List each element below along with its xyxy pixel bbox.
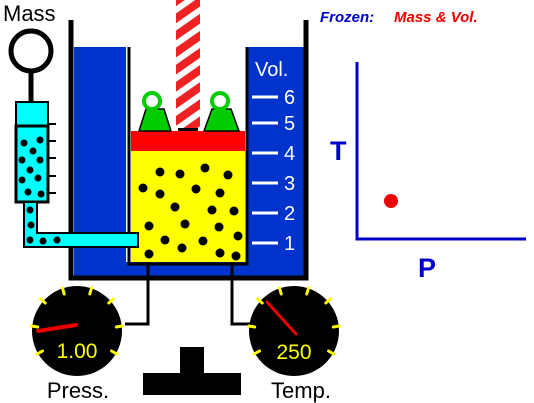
piston-rod[interactable] xyxy=(176,0,200,133)
molecule xyxy=(177,243,187,253)
volume-label: Vol. xyxy=(255,59,288,81)
pressure-gauge-ticks xyxy=(30,286,124,356)
pressure-label: Press. xyxy=(47,378,109,403)
mass-reservoir xyxy=(14,124,50,204)
temperature-needle xyxy=(265,300,298,336)
pressure-gauge-face xyxy=(32,286,122,376)
molecule xyxy=(180,219,190,229)
mass-handle xyxy=(15,101,49,127)
volume-tick-label: 6 xyxy=(284,87,295,109)
green-ring-icon xyxy=(142,91,162,111)
molecule xyxy=(223,170,233,180)
molecule xyxy=(155,167,165,177)
molecule xyxy=(144,249,154,259)
molecule xyxy=(207,205,217,215)
frozen-prefix: Frozen: xyxy=(320,9,374,26)
apparatus-stand xyxy=(143,347,241,395)
graph-state-point xyxy=(384,194,398,208)
frozen-status: Frozen: Mass & Vol. xyxy=(320,9,478,26)
molecule xyxy=(229,206,239,216)
molecule xyxy=(200,163,210,173)
water-bath xyxy=(68,20,309,281)
molecule xyxy=(198,236,208,246)
mass-ring-icon[interactable] xyxy=(8,28,54,74)
volume-tick-label: 1 xyxy=(284,233,295,255)
green-trapezoid-weight-icon xyxy=(137,108,173,132)
graph-axes xyxy=(355,62,526,241)
molecule xyxy=(175,169,185,179)
molecule xyxy=(215,248,225,258)
molecule xyxy=(144,221,154,231)
molecule xyxy=(231,251,241,261)
volume-tick-label: 2 xyxy=(284,203,295,225)
bath-walls xyxy=(68,20,309,281)
reservoir-ticks xyxy=(48,123,56,194)
gas-region xyxy=(131,150,245,262)
molecule xyxy=(155,189,165,199)
mass-spring-balance[interactable]: Mass xyxy=(3,1,139,248)
molecule xyxy=(233,231,243,241)
molecule xyxy=(214,222,224,232)
molecule xyxy=(215,188,225,198)
molecule xyxy=(160,235,170,245)
bath-water-right xyxy=(246,47,304,275)
frozen-value: Mass & Vol. xyxy=(394,9,478,26)
pressure-readout: 1.00 xyxy=(57,340,98,363)
volume-tick-label: 4 xyxy=(284,143,295,165)
pressure-gauge: 1.00 Press. xyxy=(30,286,124,403)
molecule xyxy=(170,202,180,212)
gauge-wires xyxy=(125,262,250,326)
feed-tube xyxy=(23,201,139,248)
tp-graph: T P xyxy=(330,62,526,283)
green-ring-icon xyxy=(210,91,230,111)
cylinder-walls xyxy=(127,47,249,266)
molecule xyxy=(138,183,148,193)
pressure-needle xyxy=(36,323,78,333)
volume-tick-label: 3 xyxy=(284,173,295,195)
temperature-gauge-ticks xyxy=(247,286,341,356)
temperature-readout: 250 xyxy=(276,341,311,364)
weight-right[interactable] xyxy=(202,91,241,132)
volume-scale: Vol. 6 5 4 3 2 1 xyxy=(252,59,295,255)
piston-assembly[interactable] xyxy=(131,91,245,151)
piston[interactable] xyxy=(131,131,245,151)
gas-cylinder xyxy=(127,47,249,266)
green-trapezoid-weight-icon xyxy=(202,108,241,132)
temperature-label: Temp. xyxy=(271,378,331,403)
graph-y-label: T xyxy=(330,136,347,166)
mass-label: Mass xyxy=(3,1,56,26)
volume-tick-label: 5 xyxy=(284,113,295,135)
temperature-gauge: 250 Temp. xyxy=(247,286,341,403)
reservoir-molecules xyxy=(18,136,45,198)
graph-x-label: P xyxy=(418,253,436,283)
molecule xyxy=(191,184,201,194)
tube-molecules xyxy=(26,206,61,245)
gas-molecules xyxy=(138,163,243,261)
weight-left[interactable] xyxy=(137,91,173,132)
